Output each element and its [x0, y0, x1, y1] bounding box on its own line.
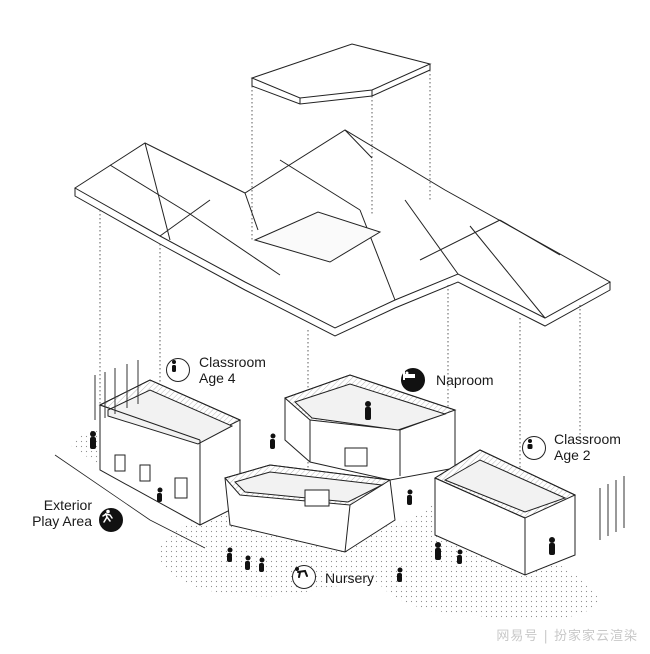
label-exterior-play-area-line1: Exterior	[43, 497, 92, 513]
child-standing-icon	[166, 358, 190, 382]
nursery-block	[224, 464, 396, 553]
running-child-icon	[99, 508, 123, 532]
people-silhouettes	[90, 401, 555, 582]
label-classroom-age-2-line2: Age 2	[554, 447, 591, 463]
fence-poles	[94, 360, 625, 540]
classroom-age-4-block	[98, 379, 242, 526]
label-classroom-age-4-line1: Classroom	[199, 354, 266, 370]
bed-icon	[401, 368, 425, 392]
label-classroom-age-4-line2: Age 4	[199, 370, 236, 386]
label-classroom-age-2: Classroom Age 2	[554, 431, 621, 463]
label-exterior-play-area: Exterior Play Area	[22, 497, 92, 529]
classroom-age-2-block	[433, 449, 577, 576]
roof-lantern	[250, 43, 432, 105]
label-nursery-line1: Nursery	[325, 570, 375, 586]
toddler-icon	[522, 436, 546, 460]
label-naproom-line1: Naproom	[436, 372, 494, 388]
label-nursery: Nursery	[325, 570, 374, 586]
roof-main	[74, 129, 612, 337]
watermark: 网易号 | 扮家家云渲染	[496, 629, 638, 644]
label-classroom-age-4: Classroom Age 4	[199, 354, 266, 386]
naproom-block	[284, 374, 457, 481]
crawling-baby-icon	[292, 565, 316, 589]
label-exterior-play-area-line2: Play Area	[32, 513, 92, 529]
label-naproom: Naproom	[436, 372, 494, 388]
label-classroom-age-2-line1: Classroom	[554, 431, 621, 447]
